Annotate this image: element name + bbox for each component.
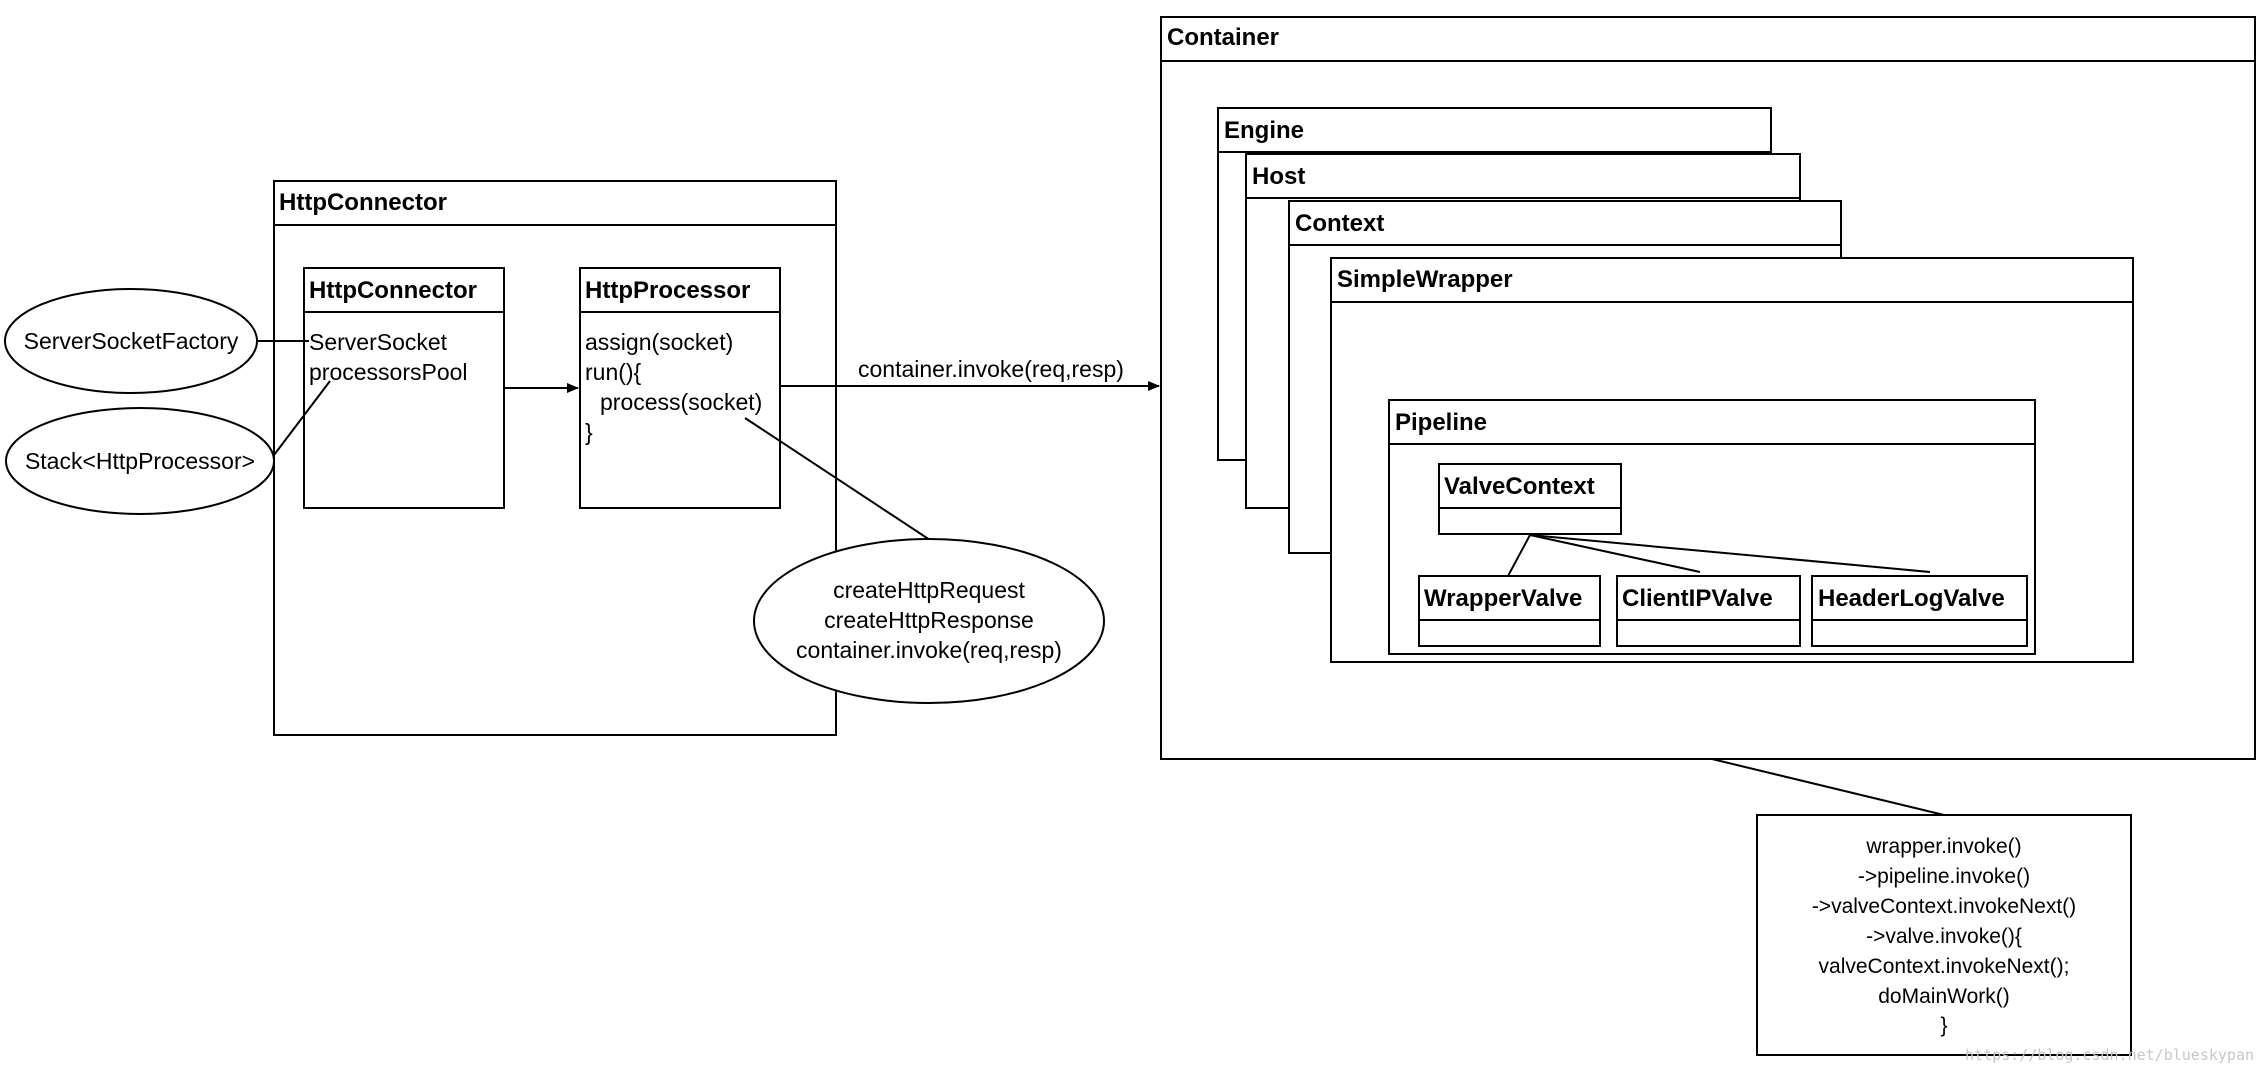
process-note-ellipse: createHttpRequest createHttpResponse con… [753, 538, 1105, 704]
stack-label: Stack<HttpProcessor> [25, 448, 255, 474]
link-process-note [744, 417, 931, 541]
engine-title: Engine [1224, 117, 1304, 144]
invoke-note-line-7: } [1940, 1014, 1947, 1037]
wrapper-valve-box: WrapperValve [1418, 575, 1601, 647]
context-title: Context [1295, 210, 1384, 237]
link-headerlog-valve [1529, 534, 1931, 573]
http-processor-title: HttpProcessor [585, 277, 750, 304]
wrapper-valve-title: WrapperValve [1424, 585, 1582, 612]
invoke-note-line-2: ->pipeline.invoke() [1858, 865, 2030, 888]
valve-context-title: ValveContext [1444, 473, 1595, 500]
link-clientip-valve [1529, 534, 1701, 573]
invoke-note-line-5: valveContext.invokeNext(); [1819, 955, 2070, 978]
http-connector-outer-title: HttpConnector [279, 189, 447, 216]
headerlog-valve-title: HeaderLogValve [1818, 585, 2005, 612]
http-connector-inner-box: HttpConnector ServerSocket processorsPoo… [303, 267, 505, 509]
clientip-valve-box: ClientIPValve [1616, 575, 1801, 647]
method-close-brace: } [585, 419, 593, 445]
invoke-note-box: wrapper.invoke() ->pipeline.invoke() ->v… [1756, 814, 2132, 1056]
host-title: Host [1252, 163, 1305, 190]
field-server-socket: ServerSocket [309, 329, 448, 355]
simple-wrapper-title: SimpleWrapper [1337, 266, 1513, 293]
field-processors-pool: processorsPool [309, 359, 468, 385]
process-note-line-1: createHttpRequest [833, 577, 1025, 603]
process-note-line-3: container.invoke(req,resp) [796, 637, 1062, 663]
clientip-valve-title: ClientIPValve [1622, 585, 1773, 612]
pipeline-title: Pipeline [1395, 409, 1487, 436]
server-socket-factory-ellipse: ServerSocketFactory [4, 288, 258, 394]
watermark-text: https://blog.csdn.net/blueskypan [1965, 1046, 2254, 1064]
link-container-invoke-note [1711, 758, 1945, 816]
method-assign: assign(socket) [585, 329, 733, 355]
invoke-note-line-3: ->valveContext.invokeNext() [1812, 895, 2076, 918]
arrow-label-container-invoke: container.invoke(req,resp) [858, 356, 1124, 382]
stack-ellipse: Stack<HttpProcessor> [5, 407, 275, 515]
invoke-note-line-6: doMainWork() [1878, 985, 2009, 1008]
http-processor-box: HttpProcessor assign(socket) run(){ proc… [579, 267, 781, 509]
process-note-line-2: createHttpResponse [824, 607, 1034, 633]
invoke-note-line-4: ->valve.invoke(){ [1866, 925, 2022, 948]
method-run: run(){ [585, 359, 642, 385]
http-connector-inner-title: HttpConnector [309, 277, 477, 304]
link-wrapper-valve [1507, 534, 1531, 577]
invoke-note-line-1: wrapper.invoke() [1865, 835, 2021, 858]
valve-context-box: ValveContext [1438, 463, 1622, 535]
method-process: process(socket) [600, 389, 762, 415]
container-title: Container [1167, 24, 1279, 51]
link-stack-pool [273, 380, 331, 456]
server-socket-factory-label: ServerSocketFactory [24, 328, 239, 354]
headerlog-valve-box: HeaderLogValve [1811, 575, 2028, 647]
